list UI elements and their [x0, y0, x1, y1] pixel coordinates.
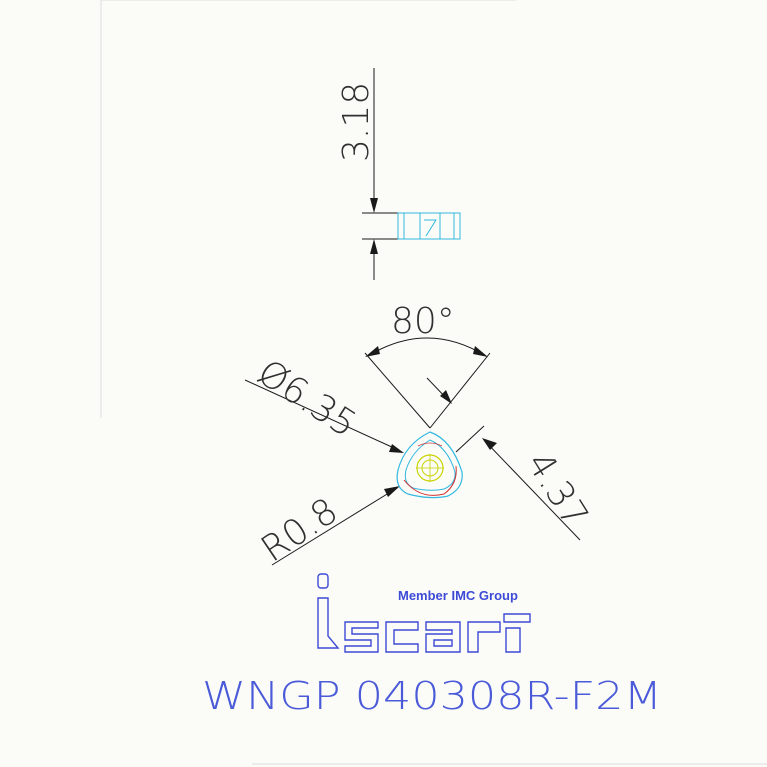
- angle-label: 80°: [391, 301, 455, 342]
- part-number: WNGP 040308R-F2M: [202, 674, 662, 718]
- edge-length-label: 4.37: [518, 445, 595, 535]
- iscar-logo: Member IMC Group: [317, 573, 531, 653]
- insert-side-profile: [397, 212, 461, 240]
- corner-radius-marker: [403, 465, 457, 496]
- radius-label: R0.8: [254, 490, 345, 570]
- diameter-dimension: [244, 379, 395, 449]
- insert-top-view: [396, 431, 463, 499]
- sheet-border: [100, 0, 767, 765]
- arrow-head: [365, 346, 380, 357]
- member-text: Member IMC Group: [398, 588, 518, 603]
- side-view: 3.18: [336, 68, 461, 280]
- insert-outline: [396, 431, 463, 499]
- thickness-label: 3.18: [336, 82, 377, 162]
- chip-breaker: [417, 442, 443, 447]
- logo-mark-icon: [317, 573, 531, 653]
- arrow-head: [482, 438, 497, 450]
- edge-length-dimension: [455, 425, 581, 541]
- arrow-head: [370, 198, 378, 213]
- radius-dimension: [271, 490, 393, 566]
- angle-dimension: [364, 337, 491, 429]
- top-view: 80° Ø6.35 R0.8 4.37: [244, 301, 596, 570]
- arrow-head: [370, 239, 378, 254]
- diameter-label: Ø6.35: [250, 352, 363, 445]
- insert-outline-inner: [404, 439, 456, 491]
- arrow-head: [389, 444, 404, 453]
- arrow-head: [473, 346, 488, 357]
- arrow-head: [440, 390, 452, 404]
- arrow-head: [384, 486, 400, 497]
